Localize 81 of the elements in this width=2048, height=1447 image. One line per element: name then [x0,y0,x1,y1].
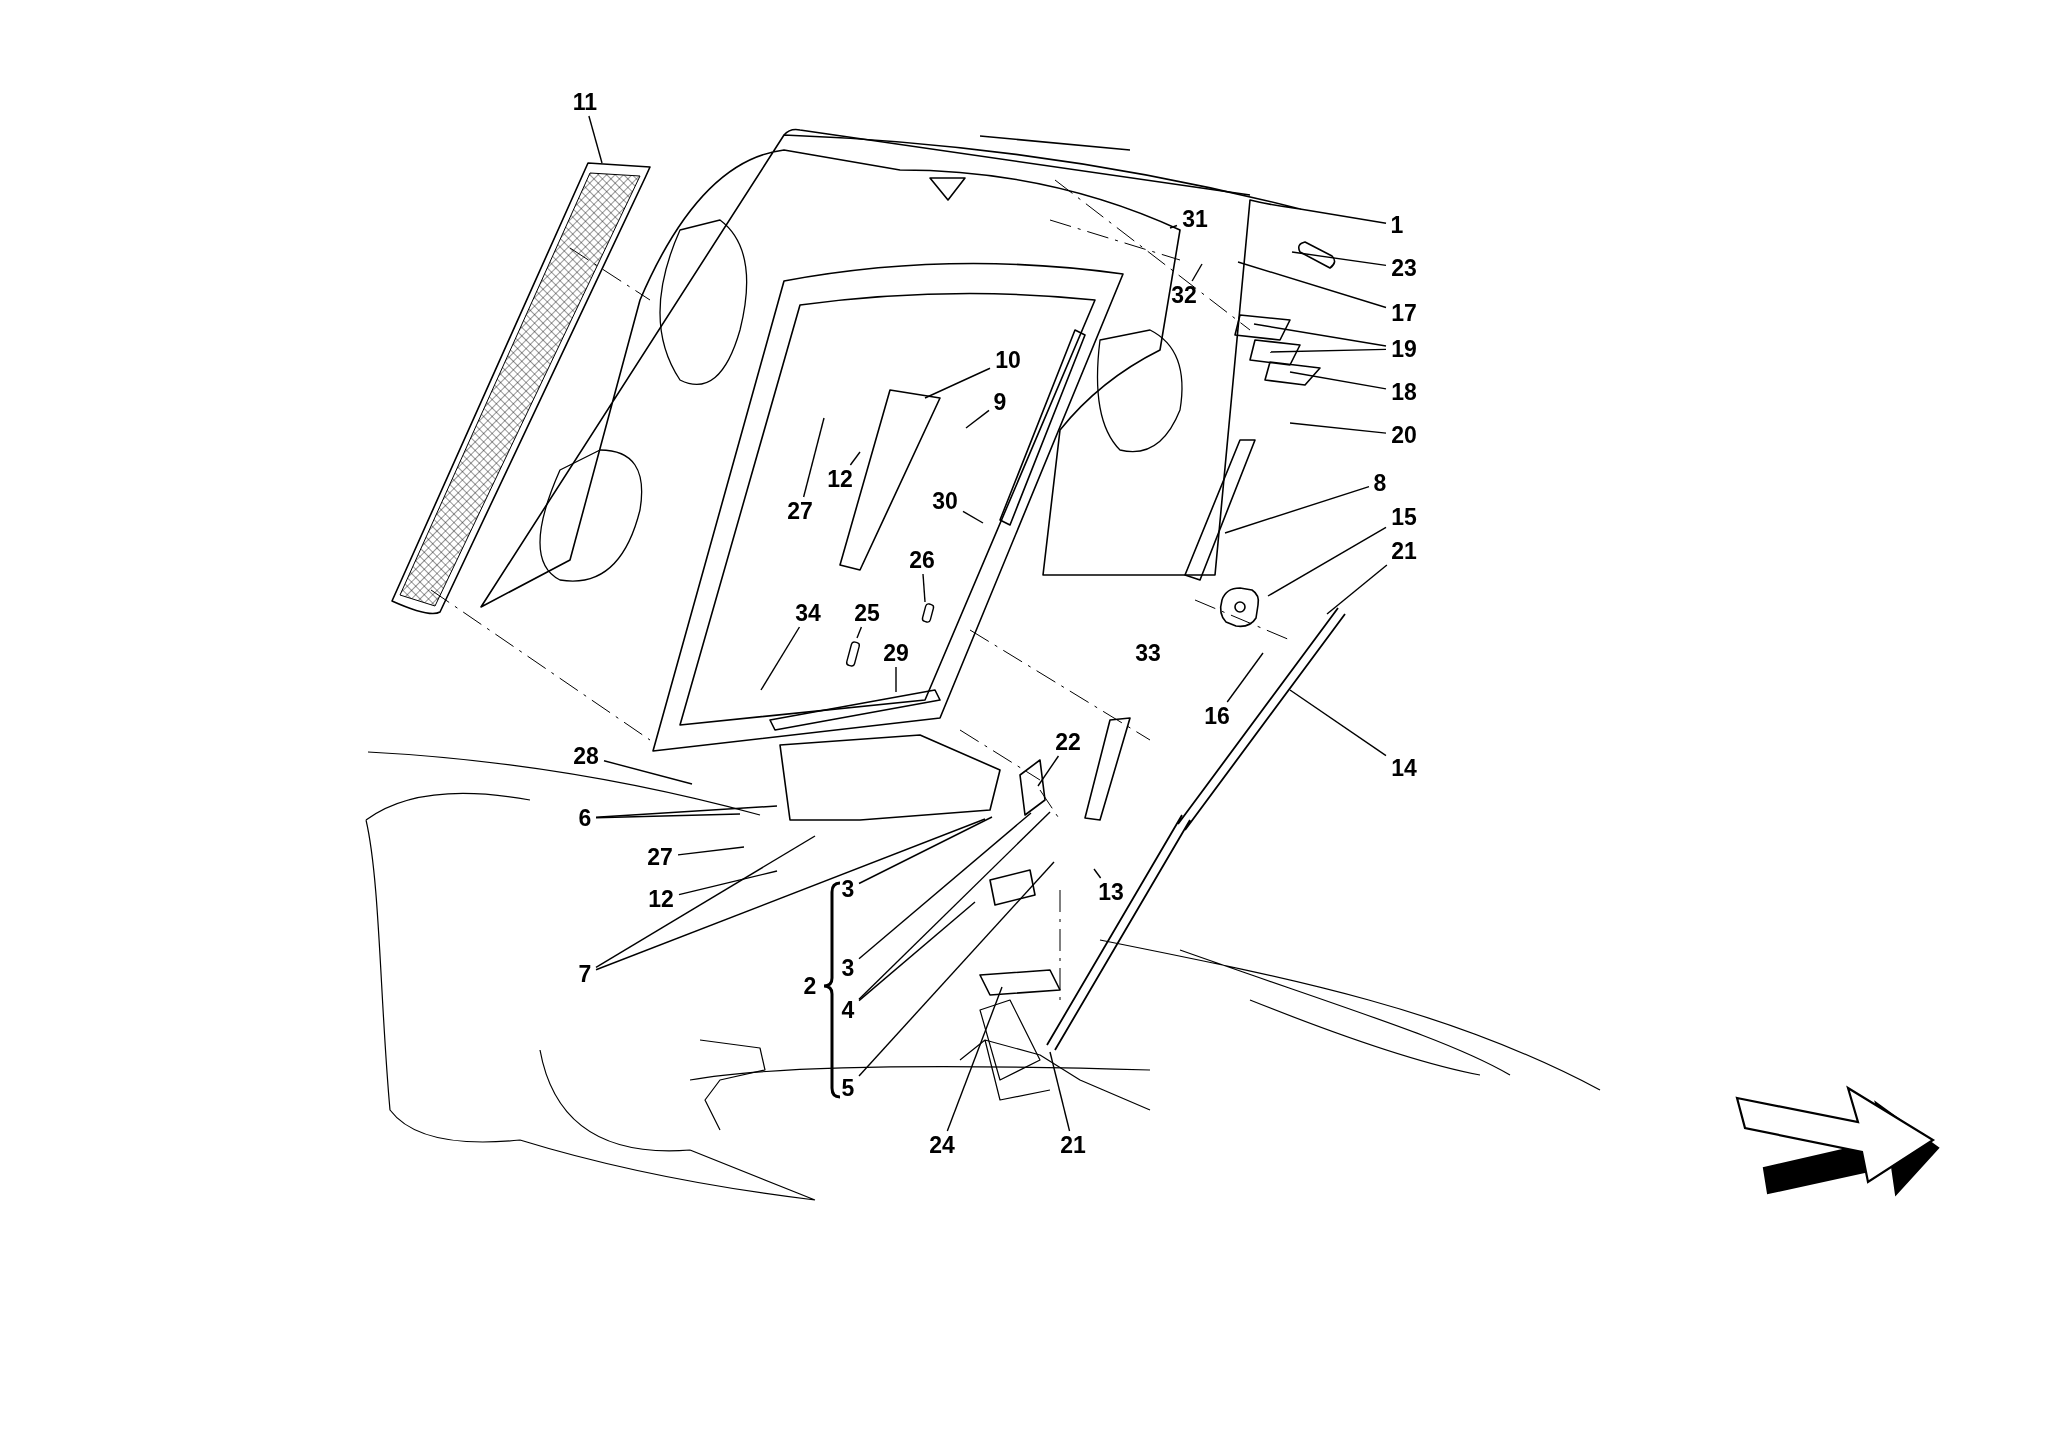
leader-line [1326,564,1388,615]
callout-number: 1 [1389,212,1405,238]
leader-line [1224,485,1370,534]
callout-number: 12 [826,466,854,492]
mesh-grille [391,162,651,615]
leader-line [1237,261,1387,309]
callout-number: 19 [1390,336,1418,362]
leader-line [1289,422,1387,434]
callout-number: 9 [992,389,1008,415]
callout-number: 3 [840,876,856,902]
callout-number: 34 [794,600,822,626]
callout-number: 24 [928,1132,956,1158]
leader-line [595,835,816,969]
leader-line [678,870,778,896]
callout-number: 12 [647,886,675,912]
callout-number: 2 [802,973,818,999]
leader-line [858,811,1051,1000]
leader-line [965,409,990,429]
callout-number: 6 [577,805,593,831]
pin [921,602,935,624]
leader-line [1299,208,1387,224]
leader-line [856,626,863,639]
leader-line [1049,1051,1071,1132]
leader-line [1191,263,1203,282]
leader-line [760,626,801,691]
leader-line [1037,755,1060,787]
callout-number: 16 [1203,703,1231,729]
callout-number: 23 [1390,255,1418,281]
leader-line [849,451,861,466]
leader-line [1226,652,1264,703]
leader-line [922,573,926,603]
callout-number: 21 [1390,538,1418,564]
leader-line [895,666,897,693]
callout-number: 8 [1372,470,1388,496]
pin [845,640,861,668]
callout-number: 7 [577,961,593,987]
leader-line [802,417,825,498]
callout-number: 3 [840,955,856,981]
callout-number: 30 [931,488,959,514]
leader-line [924,367,991,399]
leader-line [595,818,986,971]
leader-line [858,901,976,1002]
leader-line [858,816,993,885]
callout-number: 31 [1181,206,1209,232]
callout-number: 17 [1390,300,1418,326]
callout-number: 13 [1097,879,1125,905]
leader-line [677,846,745,856]
callout-number: 27 [786,498,814,524]
callout-number: 14 [1390,755,1418,781]
callout-number: 33 [1134,640,1162,666]
callout-number: 15 [1390,504,1418,530]
callout-number: 10 [994,347,1022,373]
callout-number: 20 [1390,422,1418,448]
leader-line [603,760,693,785]
leader-line [1269,348,1387,353]
callout-number: 32 [1170,282,1198,308]
callout-number: 29 [882,640,910,666]
callout-number: 26 [908,547,936,573]
leader-line [1169,224,1178,229]
callout-number: 27 [646,844,674,870]
leader-line [858,861,1055,1077]
leader-line [595,813,741,819]
leader-line [946,986,1003,1132]
leader-line [1267,526,1387,597]
callout-number: 11 [571,89,599,115]
leader-line [1291,251,1387,267]
leader-line [962,510,984,524]
leader-line [595,805,778,818]
leader-line [588,115,603,164]
leader-line [1289,371,1387,390]
leader-line [858,812,1032,960]
callout-number: 4 [840,997,856,1023]
callout-number: 5 [840,1075,856,1101]
leader-line [1253,323,1387,347]
callout-number: 25 [853,600,881,626]
callout-number: 21 [1059,1132,1087,1158]
callout-number: 22 [1054,729,1082,755]
callout-number: 18 [1390,379,1418,405]
callout-number: 28 [572,743,600,769]
leader-line [1289,689,1387,757]
leader-line [1093,868,1102,879]
